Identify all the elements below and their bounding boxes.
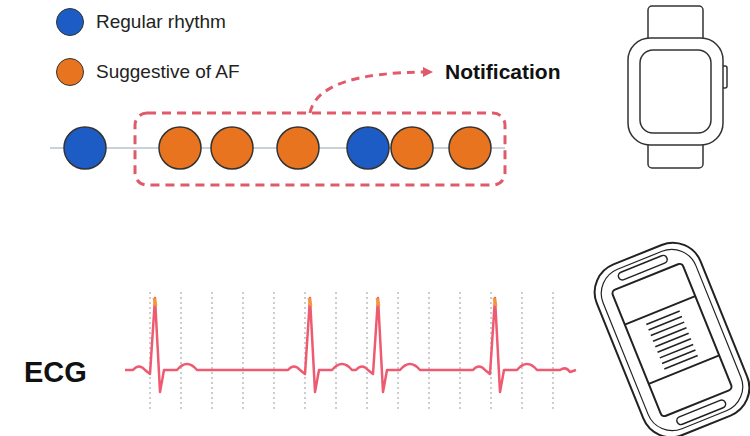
legend-label: Regular rhythm xyxy=(96,11,226,33)
r-peak xyxy=(494,298,496,306)
r-peak xyxy=(309,298,311,306)
ecg-label: ECG xyxy=(24,356,87,389)
rhythm-dot xyxy=(391,127,433,169)
r-peak xyxy=(377,298,379,306)
legend-label: Suggestive of AF xyxy=(96,61,240,83)
notification-arrow xyxy=(310,72,430,113)
af-window xyxy=(135,113,505,185)
watch-icon xyxy=(628,6,727,168)
legend-swatch xyxy=(56,58,84,86)
ecg-trace xyxy=(125,298,576,392)
ecg-patch xyxy=(586,234,750,436)
r-peak xyxy=(154,298,156,306)
rhythm-dot xyxy=(449,127,491,169)
notification-label: Notification xyxy=(445,60,561,84)
ecg-peaks xyxy=(154,298,496,306)
rhythm-dot xyxy=(277,127,319,169)
rhythm-dots xyxy=(64,127,491,169)
rhythm-dot xyxy=(159,127,201,169)
legend-swatch xyxy=(56,8,84,36)
rhythm-dot xyxy=(347,127,389,169)
rhythm-dot xyxy=(64,127,106,169)
rhythm-dot xyxy=(211,127,253,169)
